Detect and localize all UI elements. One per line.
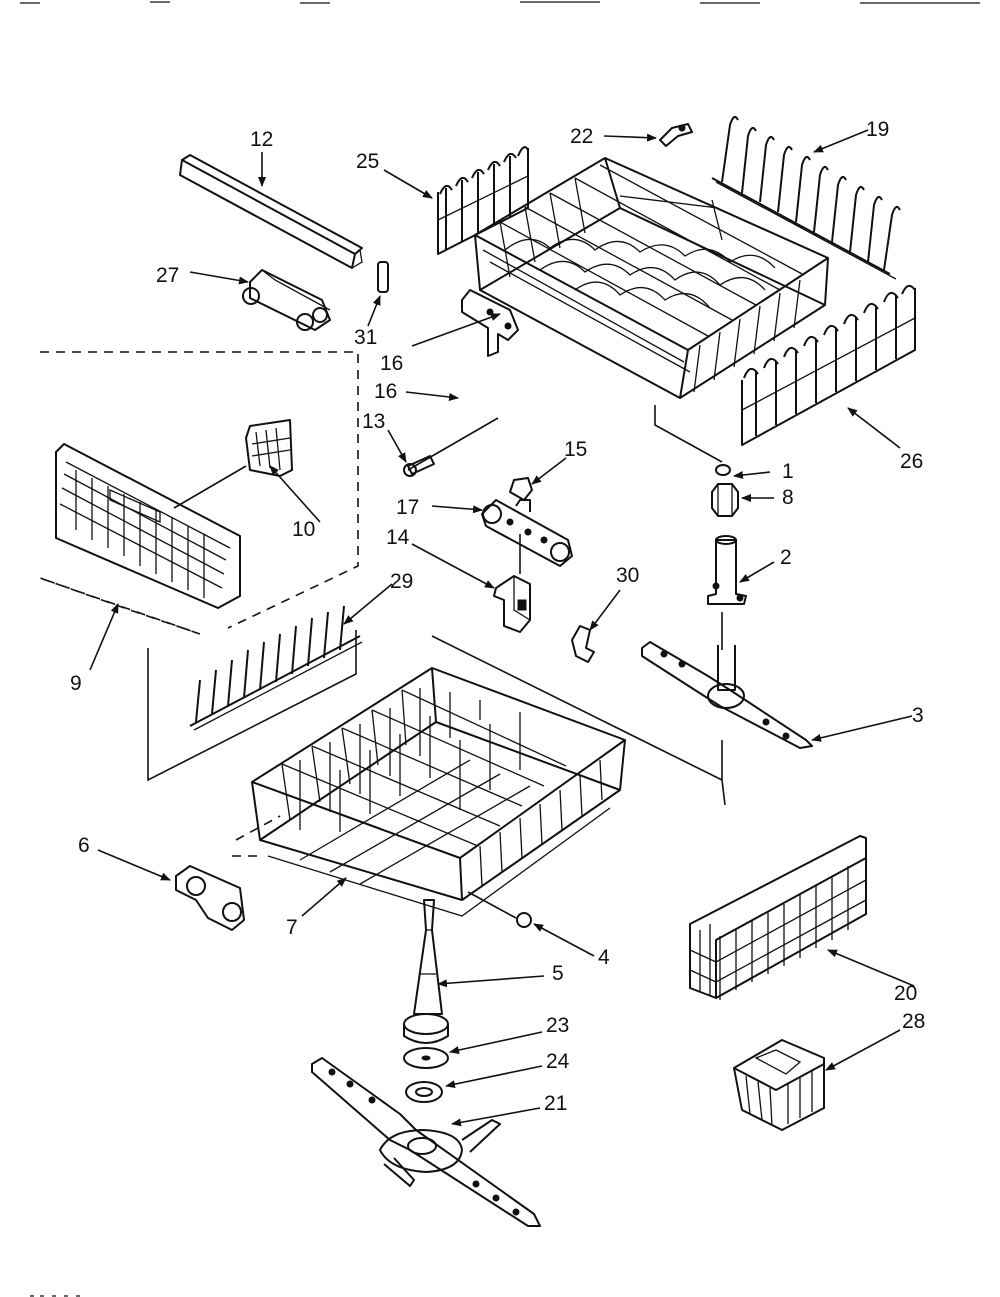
nut-part-8 [711,483,739,517]
top-edge-marks [20,1,980,4]
basket-lid-part-10 [245,419,293,477]
rack-clip-part-20 [659,123,693,147]
cutlery-basket-part-21 [689,835,867,1000]
callout-6: 6 [78,834,90,857]
clip-part-30 [571,625,595,663]
upper-assembly-guide-line [147,405,726,806]
spray-tower-part-5 [403,899,449,1044]
rack-rail-part [179,154,389,293]
roller-cap-part-15 [509,477,533,512]
callout-24: 24 [546,1050,570,1073]
callout-28: 28 [902,1010,925,1033]
callout-31: 31 [354,326,377,349]
wheel-bracket-part-6 [175,815,281,931]
lower-spray-arm-part-22 [311,1057,541,1227]
upper-rack-part [474,157,829,399]
bracket-part-16 [461,289,519,357]
callout-22: 21 [544,1092,567,1115]
upper-spray-arm-part-3 [641,641,813,749]
feed-tube-part-2 [707,535,747,605]
rack-roller-clip-part [242,269,331,331]
roller-assembly-part-17 [481,499,573,567]
upper-tine-row-left-part [437,146,529,255]
callout-5: 5 [552,962,564,985]
washer-part-23 [403,1047,449,1069]
callout-19: 19 [866,118,889,141]
silverware-basket-part [55,443,241,609]
callout-21: 20 [894,982,917,1005]
nut-part-1 [715,464,731,476]
callout-12: 12 [250,128,273,151]
callout-1: 1 [782,460,794,483]
callout-17: 17 [396,496,419,519]
callout-9: 9 [70,672,82,695]
callout-10: 10 [292,518,315,541]
callout-2: 2 [780,546,792,569]
callout-20: 22 [570,125,593,148]
callout-7: 7 [286,916,298,939]
callout-14: 14 [386,526,410,549]
callout-labels: 12 27 31 25 22 19 16 16 13 26 1 8 2 15 1… [70,118,925,1115]
callout-26: 26 [900,450,923,473]
callout-29: 29 [390,570,413,593]
silverware-basket-group-part-9 [39,351,359,635]
upper-tine-row-right-part [741,284,916,446]
callout-13: 13 [362,410,385,433]
callout-23: 23 [546,1014,569,1037]
lower-tine-row-part-29 [189,605,363,731]
leader-lines [89,129,915,1127]
small-basket-part-28 [733,1039,825,1131]
washer-part-24 [405,1081,443,1103]
callout-30: 30 [616,564,639,587]
callout-27: 27 [156,264,179,287]
callout-4: 4 [598,946,610,969]
nut-part-4 [467,891,532,928]
callout-3: 3 [912,704,924,727]
callout-16: 16 [374,380,397,403]
screw-part-13 [403,455,435,477]
callout-15: 15 [564,438,587,461]
rack-stop-part-14 [493,575,531,633]
callout-25: 25 [356,150,379,173]
lower-rack-part [251,667,626,917]
fold-down-tines-part-19 [711,115,901,280]
callout-18: 16 [380,352,403,375]
callout-8: 8 [782,486,794,509]
